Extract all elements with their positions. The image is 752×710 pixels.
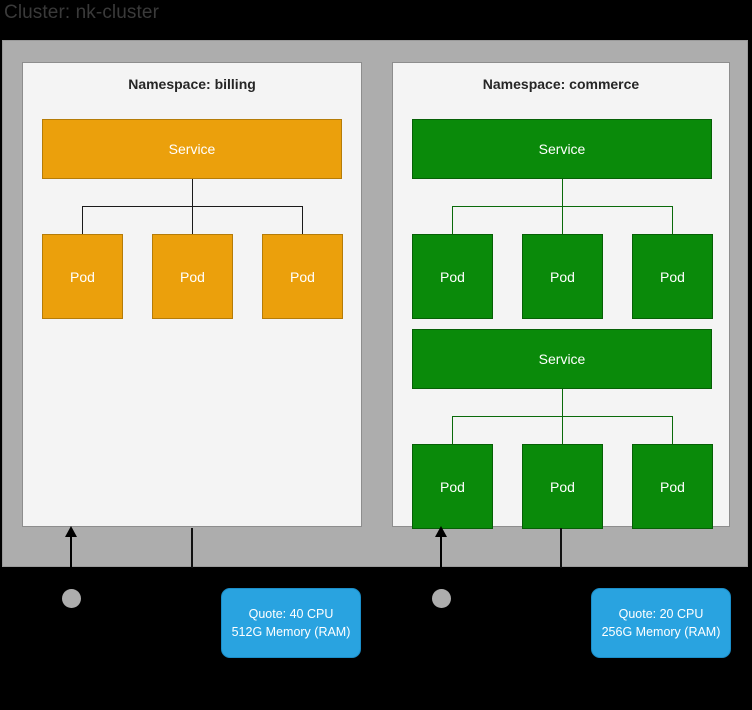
commerce-connector-branch-2c bbox=[672, 416, 673, 444]
commerce-quota-arrow-shaft bbox=[440, 536, 442, 568]
billing-quota-marker-dot bbox=[62, 589, 81, 608]
commerce-pod-2a-label: Pod bbox=[440, 478, 465, 495]
billing-quota-droplink bbox=[191, 528, 193, 568]
commerce-service-2-label: Service bbox=[538, 351, 586, 367]
namespace-commerce[interactable]: Namespace: commerce Service Pod Pod Pod … bbox=[392, 62, 730, 529]
namespace-commerce-title: Namespace: commerce bbox=[482, 76, 640, 92]
commerce-quota-line1: Quote: 20 CPU bbox=[618, 606, 704, 621]
commerce-quota-marker-dot bbox=[432, 589, 451, 608]
commerce-pod-1c[interactable]: Pod bbox=[632, 234, 713, 319]
commerce-pod-2c[interactable]: Pod bbox=[632, 444, 713, 529]
billing-connector-trunk-1 bbox=[192, 179, 193, 206]
commerce-pod-2a[interactable]: Pod bbox=[412, 444, 493, 529]
commerce-connector-branch-2b bbox=[562, 416, 563, 444]
billing-quota-box[interactable]: Quote: 40 CPU 512G Memory (RAM) bbox=[221, 588, 361, 658]
billing-pod-1a-label: Pod bbox=[70, 268, 95, 285]
cluster-title: Cluster: nk-cluster bbox=[4, 2, 159, 23]
billing-quota-line2: 512G Memory (RAM) bbox=[231, 625, 351, 639]
commerce-connector-branch-1c bbox=[672, 206, 673, 234]
commerce-quota-droplink bbox=[560, 528, 562, 568]
billing-pod-1b-label: Pod bbox=[180, 268, 205, 285]
commerce-connector-trunk-2 bbox=[562, 389, 563, 416]
commerce-quota-arrow-head bbox=[435, 526, 447, 537]
commerce-pod-2b[interactable]: Pod bbox=[522, 444, 603, 529]
billing-service-1[interactable]: Service bbox=[42, 119, 342, 179]
commerce-connector-branch-2a bbox=[452, 416, 453, 444]
commerce-pod-1c-label: Pod bbox=[660, 268, 685, 285]
commerce-quota-line2: 256G Memory (RAM) bbox=[601, 625, 721, 639]
commerce-pod-1a[interactable]: Pod bbox=[412, 234, 493, 319]
commerce-pod-1b[interactable]: Pod bbox=[522, 234, 603, 319]
commerce-pod-2b-label: Pod bbox=[550, 478, 575, 495]
billing-connector-branch-1c bbox=[302, 206, 303, 234]
commerce-service-1-label: Service bbox=[538, 141, 586, 157]
billing-connector-branch-1a bbox=[82, 206, 83, 234]
commerce-service-1[interactable]: Service bbox=[412, 119, 712, 179]
namespace-billing-title: Namespace: billing bbox=[128, 76, 256, 92]
commerce-pod-2c-label: Pod bbox=[660, 478, 685, 495]
commerce-pod-1a-label: Pod bbox=[440, 268, 465, 285]
commerce-connector-trunk-1 bbox=[562, 179, 563, 206]
billing-service-1-label: Service bbox=[168, 141, 216, 157]
billing-connector-branch-1b bbox=[192, 206, 193, 234]
billing-pod-1c[interactable]: Pod bbox=[262, 234, 343, 319]
billing-quota-arrow-shaft bbox=[70, 536, 72, 568]
billing-quota-line1: Quote: 40 CPU bbox=[248, 606, 334, 621]
commerce-service-2[interactable]: Service bbox=[412, 329, 712, 389]
billing-pod-1c-label: Pod bbox=[290, 268, 315, 285]
commerce-connector-branch-1b bbox=[562, 206, 563, 234]
commerce-quota-box[interactable]: Quote: 20 CPU 256G Memory (RAM) bbox=[591, 588, 731, 658]
commerce-connector-branch-1a bbox=[452, 206, 453, 234]
commerce-pod-1b-label: Pod bbox=[550, 268, 575, 285]
namespace-billing[interactable]: Namespace: billing Service Pod Pod Pod bbox=[22, 62, 362, 527]
billing-pod-1b[interactable]: Pod bbox=[152, 234, 233, 319]
billing-quota-arrow-head bbox=[65, 526, 77, 537]
billing-pod-1a[interactable]: Pod bbox=[42, 234, 123, 319]
